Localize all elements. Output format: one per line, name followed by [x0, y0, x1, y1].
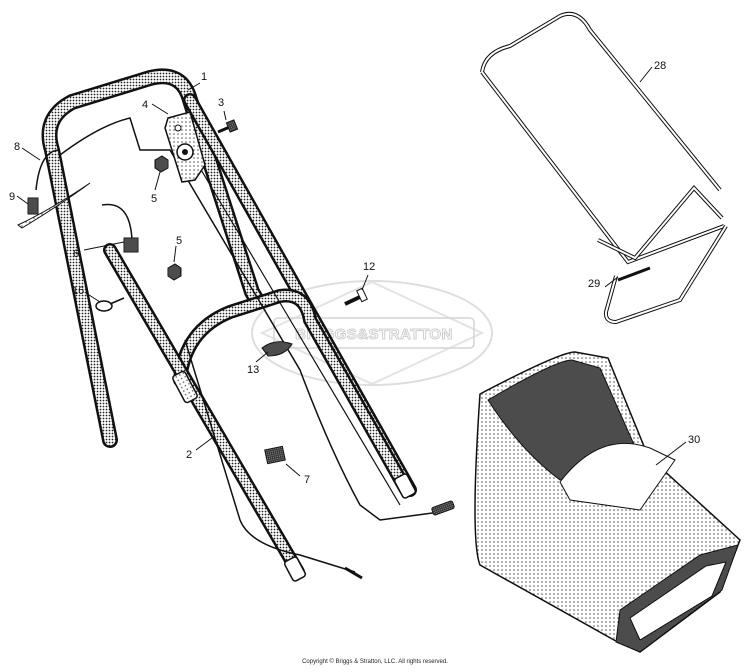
grass-bag [474, 351, 741, 653]
upper-handle [41, 68, 417, 497]
callout-30: 30 [688, 434, 700, 446]
callout-5-lower: 5 [176, 235, 182, 247]
callout-6: 6 [73, 248, 79, 260]
engine-control [164, 111, 206, 183]
handle-knob [261, 341, 293, 357]
callout-2: 2 [186, 449, 192, 461]
callout-16: 16 [72, 285, 84, 297]
callout-8: 8 [14, 141, 20, 153]
callout-7: 7 [304, 474, 310, 486]
leader-lines [16, 66, 687, 477]
callout-29: 29 [588, 278, 600, 290]
callout-4: 4 [142, 99, 148, 111]
callout-28: 28 [654, 60, 666, 72]
handle-bolt [344, 287, 368, 306]
callout-3: 3 [218, 97, 224, 109]
callout-13: 13 [247, 364, 259, 376]
control-bail [17, 149, 91, 229]
callout-labels: 1 2 3 4 5 5 6 7 8 9 12 13 16 28 29 30 [9, 60, 700, 486]
callout-5-upper: 5 [151, 193, 157, 205]
nut-upper [154, 155, 169, 173]
screw [217, 119, 239, 134]
lower-handle [103, 243, 417, 582]
cable-clip [101, 203, 139, 253]
watermark-text: BRIGGS&STRATTON [295, 326, 453, 343]
copyright-notice: Copyright © Briggs & Stratton, LLC. All … [302, 659, 448, 665]
callout-1: 1 [201, 71, 207, 83]
cable-tie [264, 445, 286, 465]
bag-bottom-frame [603, 224, 728, 325]
nut-lower [167, 263, 182, 281]
callout-9: 9 [9, 191, 15, 203]
control-cable [59, 117, 455, 580]
grass-bag-frame [480, 11, 725, 265]
callout-12: 12 [363, 261, 375, 273]
cable-guide [95, 297, 125, 312]
